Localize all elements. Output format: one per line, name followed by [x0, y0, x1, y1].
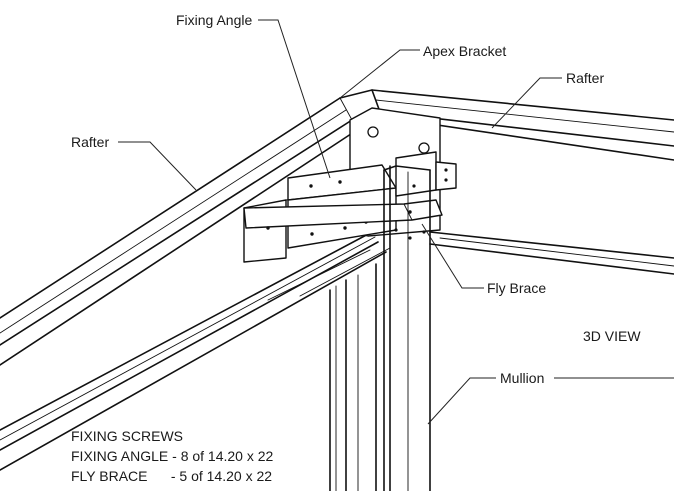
label-mullion: Mullion	[500, 370, 545, 386]
lower-rafter-profile	[0, 231, 391, 471]
label-rafter-right: Rafter	[566, 70, 605, 86]
note-heading: FIXING SCREWS	[71, 428, 184, 444]
right-purlin-profile	[429, 231, 674, 275]
label-rafter-left: Rafter	[71, 134, 110, 150]
left-post-part	[329, 263, 377, 491]
bracket-tab	[395, 151, 457, 197]
leader-lines	[118, 19, 674, 425]
note-fly-brace: FLY BRACE - 5 of 14.20 x 22	[71, 468, 273, 484]
label-apex-bracket: Apex Bracket	[423, 43, 507, 59]
label-fly-brace: Fly Brace	[487, 280, 547, 296]
note-fixing-angle: FIXING ANGLE - 8 of 14.20 x 22	[71, 448, 274, 464]
label-fixing-angle: Fixing Angle	[176, 12, 253, 28]
label-3d-view: 3D VIEW	[583, 328, 641, 344]
mullion-part	[383, 165, 431, 491]
